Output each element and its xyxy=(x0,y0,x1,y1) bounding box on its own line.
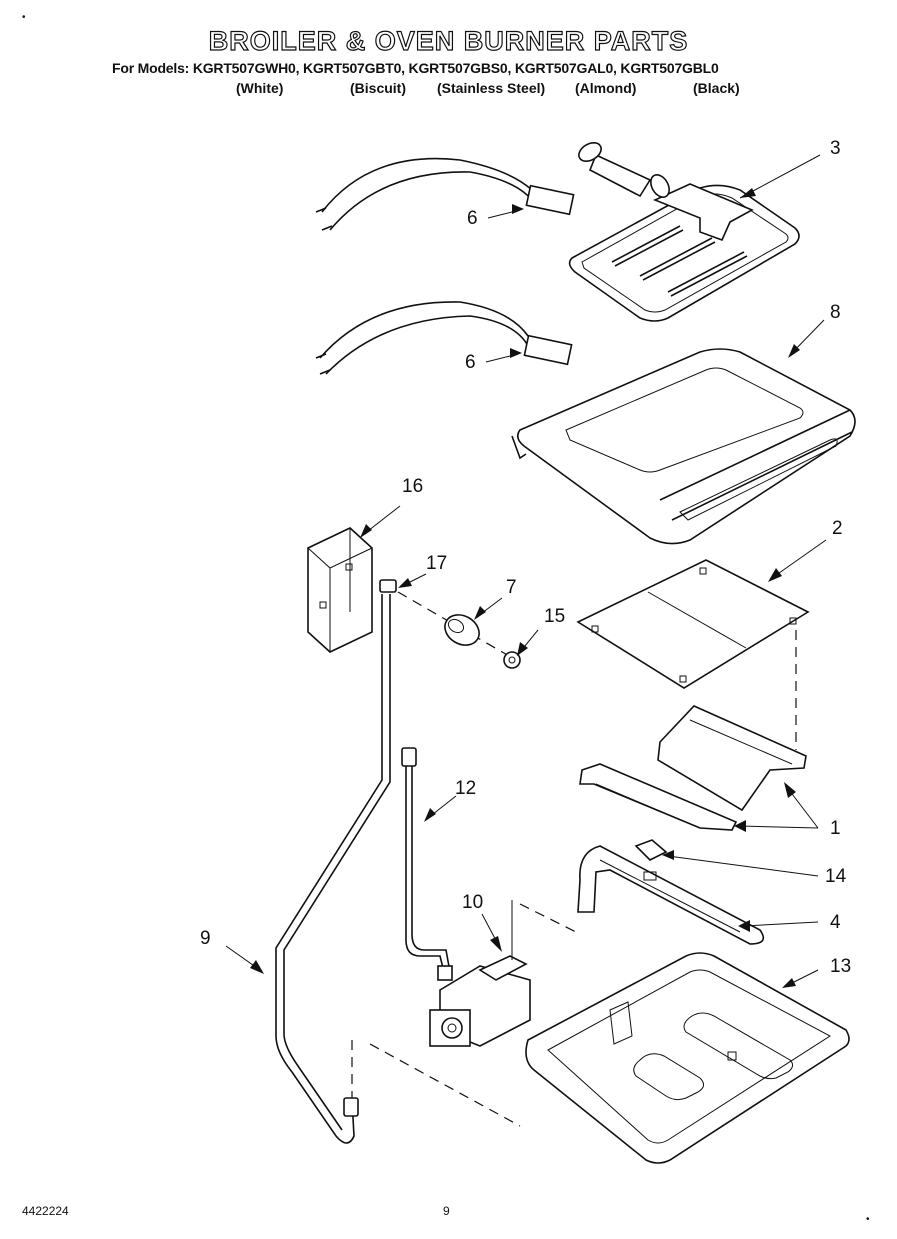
callout-14: 14 xyxy=(825,866,847,887)
models-line: For Models: KGRT507GWH0, KGRT507GBT0, KG… xyxy=(112,60,719,76)
part-1-burner-supports xyxy=(579,705,807,831)
page-number: 9 xyxy=(443,1204,450,1218)
callout-8: 8 xyxy=(830,302,841,323)
callout-10: 10 xyxy=(462,892,484,913)
callout-12: 12 xyxy=(455,778,477,799)
svg-text:•: • xyxy=(866,1214,870,1225)
color-white: (White) xyxy=(236,80,284,96)
part-3-broiler-cover xyxy=(568,142,800,322)
callout-2: 2 xyxy=(832,518,843,539)
callout-16: 16 xyxy=(402,476,424,497)
callout-4: 4 xyxy=(830,912,841,933)
color-almond: (Almond) xyxy=(575,80,637,96)
callout-7: 7 xyxy=(506,577,517,598)
part-2-baffle xyxy=(576,559,810,689)
color-biscuit: (Biscuit) xyxy=(350,80,406,96)
part-13-broiler-pan xyxy=(525,952,850,1164)
part-10-valve xyxy=(429,900,531,1047)
callout-6-lower: 6 xyxy=(465,352,476,373)
callout-1: 1 xyxy=(830,818,841,839)
callout-17: 17 xyxy=(426,553,448,574)
callout-15: 15 xyxy=(544,606,566,627)
part-7-air-shutter xyxy=(444,614,480,646)
callout-3: 3 xyxy=(830,138,841,159)
callout-6-upper: 6 xyxy=(467,208,478,229)
part-15-nut xyxy=(503,651,521,669)
doc-number: 4422224 xyxy=(22,1204,69,1218)
callout-9: 9 xyxy=(200,928,211,949)
page-title: BROILER & OVEN BURNER PARTS xyxy=(208,25,689,56)
leader-lines xyxy=(225,154,827,988)
part-4-burner-tube xyxy=(577,845,765,945)
part-6-wire-harness-lower xyxy=(315,301,573,375)
callout-13: 13 xyxy=(830,956,852,977)
part-17-orifice xyxy=(379,579,397,593)
part-8-oven-bottom xyxy=(511,348,856,545)
part-6-wire-harness-upper xyxy=(315,157,575,231)
part-16-bracket xyxy=(307,527,373,653)
color-black: (Black) xyxy=(693,80,740,96)
part-9-gas-tube xyxy=(275,594,391,1144)
svg-text:•: • xyxy=(22,12,26,23)
part-12-gas-tube xyxy=(401,747,453,981)
color-stainless: (Stainless Steel) xyxy=(437,80,546,96)
part-14-clip xyxy=(634,839,668,861)
